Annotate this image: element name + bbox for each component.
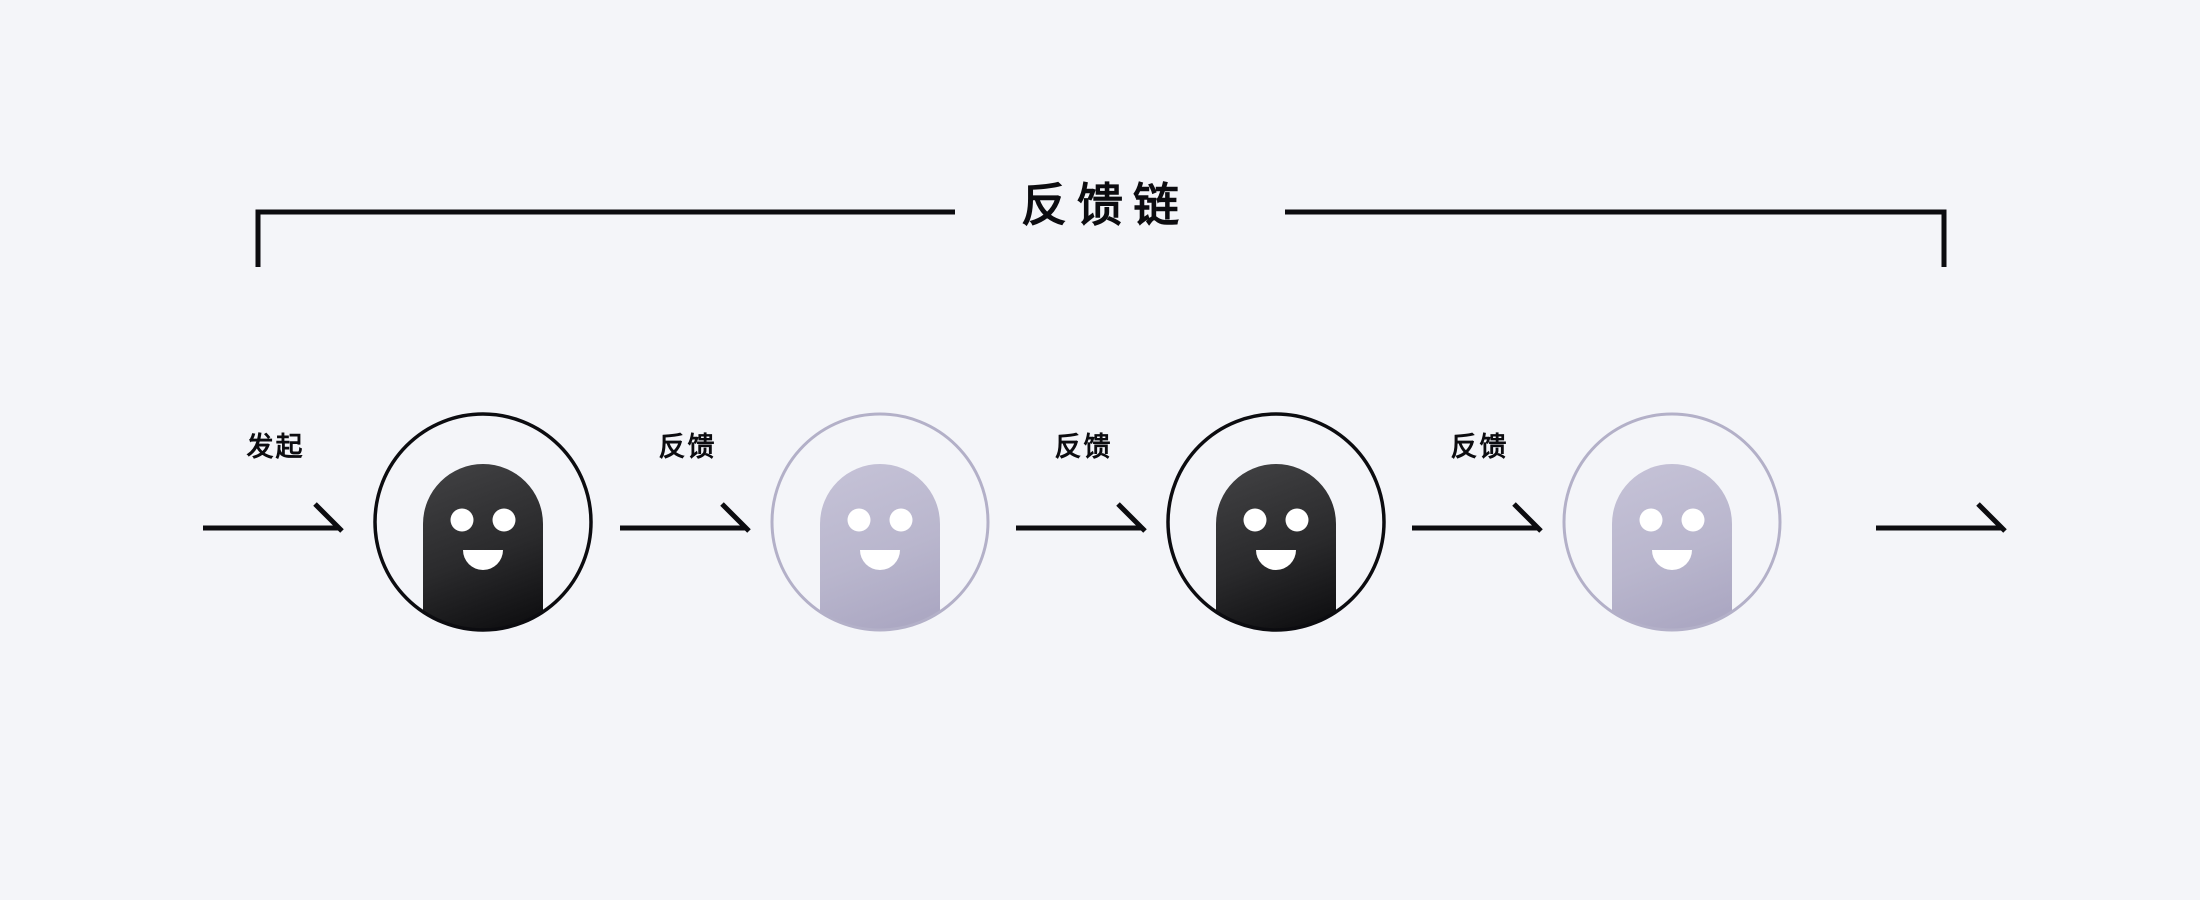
arrow-3-label: 反馈: [1054, 432, 1113, 462]
avatar-eye-left: [1639, 508, 1663, 532]
avatar-ring: [373, 412, 593, 632]
arrow-2: 反馈: [620, 434, 753, 566]
arrow-1-label: 发起: [246, 432, 305, 462]
avatar-body: [423, 464, 543, 630]
arrow-4-glyph: [1412, 502, 1543, 533]
arrow-4: 反馈: [1412, 434, 1545, 566]
avatar-ring: [770, 412, 990, 632]
avatar-body: [1216, 464, 1336, 630]
avatar-body: [1612, 464, 1732, 630]
avatar-eye-right: [1285, 508, 1309, 532]
avatar-eye-left: [1243, 508, 1267, 532]
chain-row: 发起: [0, 400, 2200, 660]
page-title: 反馈链: [1021, 179, 1189, 231]
avatar-mouth: [1652, 550, 1692, 570]
avatar-eye-right: [1681, 508, 1705, 532]
arrow-1: 发起: [203, 434, 346, 566]
avatar-light-1[interactable]: [770, 412, 990, 632]
avatar-light-2[interactable]: [1562, 412, 1782, 632]
arrow-2-label: 反馈: [658, 432, 717, 462]
arrow-3: 反馈: [1016, 434, 1149, 566]
avatar-eye-right: [889, 508, 913, 532]
node-2[interactable]: [770, 400, 990, 660]
arrow-5-glyph: [1876, 502, 2007, 533]
avatar-eye-left: [847, 508, 871, 532]
avatar-mouth: [860, 550, 900, 570]
title-bracket: [255, 209, 1947, 267]
arrow-4-label: 反馈: [1450, 432, 1509, 462]
node-1[interactable]: [373, 400, 593, 660]
avatar-mouth: [1256, 550, 1296, 570]
node-4[interactable]: [1562, 400, 1782, 660]
avatar-dark-2[interactable]: [1166, 412, 1386, 632]
arrow-5: [1876, 496, 2009, 566]
avatar-eye-right: [492, 508, 516, 532]
arrow-3-glyph: [1016, 502, 1147, 533]
avatar-ring: [1166, 412, 1386, 632]
arrow-1-glyph: [203, 502, 344, 533]
avatar-body: [820, 464, 940, 630]
avatar-ring: [1562, 412, 1782, 632]
avatar-dark-1[interactable]: [373, 412, 593, 632]
avatar-eye-left: [450, 508, 474, 532]
node-3[interactable]: [1166, 400, 1386, 660]
arrow-2-glyph: [620, 502, 751, 533]
avatar-mouth: [463, 550, 503, 570]
